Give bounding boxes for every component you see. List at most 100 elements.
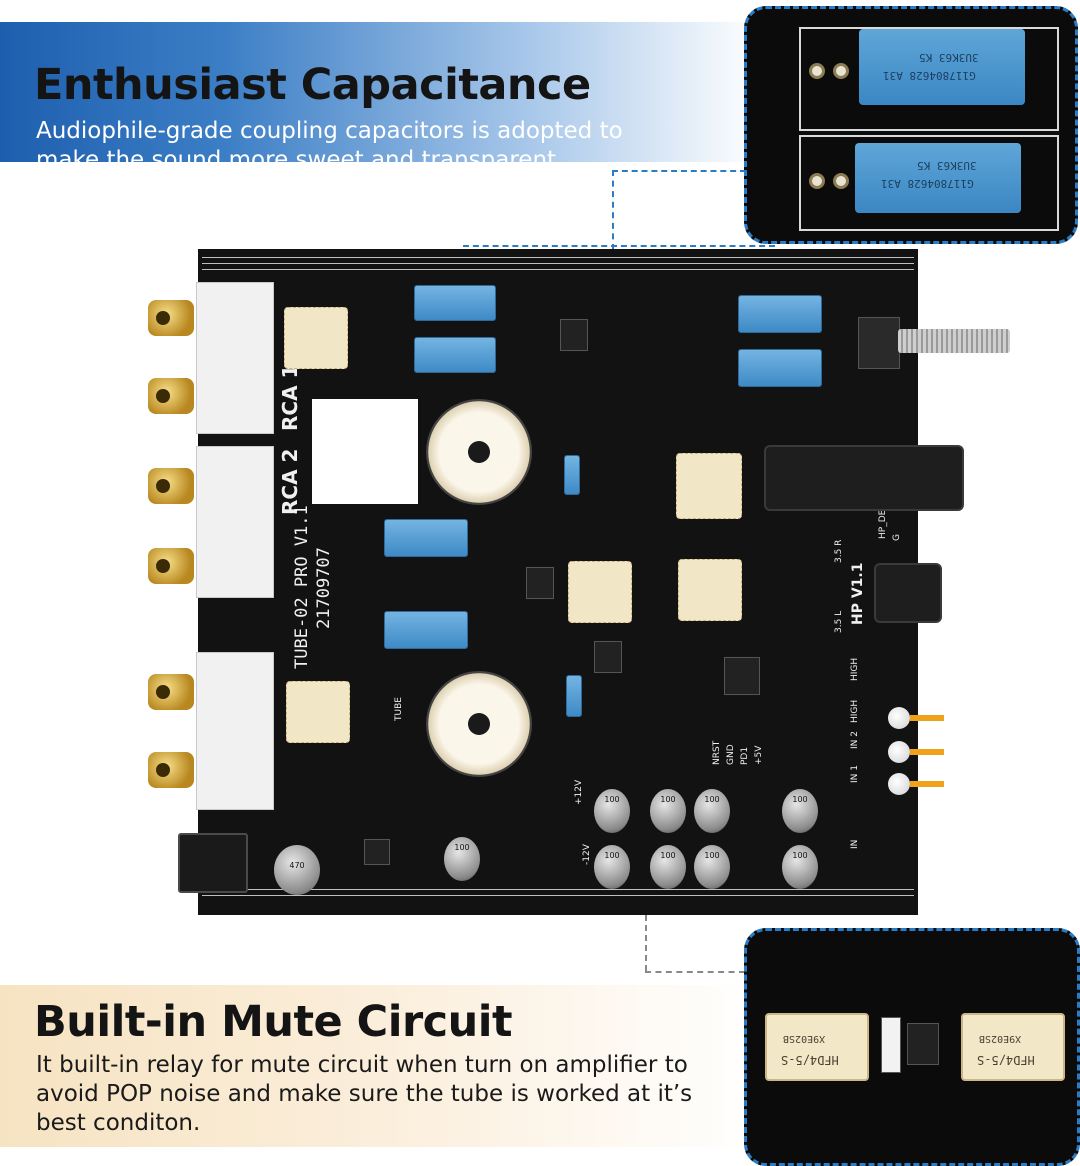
bottom-feature-banner: Built-in Mute Circuit It built-in relay … xyxy=(0,985,760,1147)
high-label: HIGH xyxy=(850,657,860,681)
minus12v-label: -12V xyxy=(582,844,592,865)
cap-marking: 100 xyxy=(604,795,620,804)
rca-output-jack[interactable] xyxy=(148,674,194,710)
led-leg xyxy=(910,781,944,787)
rca-jack-block xyxy=(196,282,274,434)
relay xyxy=(284,307,348,369)
electrolytic-capacitor: 470 xyxy=(274,845,320,895)
headphone-jack xyxy=(764,445,964,511)
callout-line-relays xyxy=(645,915,647,971)
ic-chip xyxy=(364,839,390,865)
component-outline xyxy=(799,135,1059,231)
coupling-capacitor: 3U3K63 K5 G117804628 A31 xyxy=(859,29,1025,105)
feature-description: It built-in relay for mute circuit when … xyxy=(36,1052,693,1136)
relay-marking: HFD4/5-S xyxy=(781,1053,839,1067)
mute-relay: HFD4/5-S X9E02SB xyxy=(765,1013,869,1081)
socket-center xyxy=(468,441,490,463)
callout-line-caps xyxy=(612,170,614,250)
rca-input-jack[interactable] xyxy=(148,468,194,504)
ic-chip xyxy=(560,319,588,351)
hp-version-label: HP V1.1 xyxy=(850,562,866,626)
callout-line-relays xyxy=(645,971,745,973)
ground-label: G xyxy=(892,534,902,541)
relay xyxy=(286,681,350,743)
transistor xyxy=(907,1023,939,1065)
electrolytic-capacitor: 100 xyxy=(444,837,480,881)
cap-marking: G117804628 A31 xyxy=(883,69,976,82)
board-rail xyxy=(202,257,914,258)
tube-socket xyxy=(426,671,532,777)
cap-marking: 100 xyxy=(454,843,470,852)
coupling-capacitor: 3U3K63 K5 G117804628 A31 xyxy=(855,143,1021,213)
film-capacitor xyxy=(564,455,580,495)
board-cutout xyxy=(312,399,418,504)
solder-pad xyxy=(833,63,849,79)
board-date-label: 21709707 xyxy=(314,547,334,629)
coupling-capacitor xyxy=(414,337,496,373)
cap-marking: 100 xyxy=(704,851,720,860)
ic-chip xyxy=(724,657,760,695)
plus12v-label: +12V xyxy=(574,779,584,805)
plus5v-label: +5V xyxy=(754,745,764,765)
led-leg xyxy=(910,749,944,755)
feature-title: Built-in Mute Circuit xyxy=(34,997,513,1047)
rca-input-jack[interactable] xyxy=(148,378,194,414)
capacitor-closeup-inset: 3U3K63 K5 G117804628 A31 3U3K63 K5 G1178… xyxy=(744,6,1078,244)
gnd-label: GND xyxy=(726,744,736,765)
rca-output-jack[interactable] xyxy=(148,752,194,788)
rca-input-jack[interactable] xyxy=(148,300,194,336)
coupling-capacitor xyxy=(384,611,468,649)
rca-hole xyxy=(156,389,170,403)
in1-label: IN 1 xyxy=(850,765,860,783)
board-rail xyxy=(202,895,914,896)
ic-chip xyxy=(594,641,622,673)
rca-hole xyxy=(156,311,170,325)
rca-hole xyxy=(156,559,170,573)
coupling-capacitor xyxy=(384,519,468,557)
component-outline xyxy=(799,27,1059,131)
rca1-label: RCA 1 xyxy=(278,364,302,431)
cap-marking: 100 xyxy=(660,795,676,804)
pcb-board: RCA 1 RCA 2 TUBE-02 PRO V1.1 21709707 TU… xyxy=(178,249,1010,915)
pd1-label: PD1 xyxy=(740,746,750,765)
coupling-capacitor xyxy=(738,295,822,333)
feature-title: Enthusiast Capacitance xyxy=(34,60,591,110)
indicator-led xyxy=(888,773,910,795)
in-label: IN xyxy=(850,839,860,849)
rca-jack-block xyxy=(196,446,274,598)
cap-marking: 100 xyxy=(704,795,720,804)
rca-hole xyxy=(156,685,170,699)
solder-pad xyxy=(809,63,825,79)
solder-pad xyxy=(809,173,825,189)
cap-marking: 100 xyxy=(604,851,620,860)
volume-knob-shaft xyxy=(898,329,1010,353)
rca-input-jack[interactable] xyxy=(148,548,194,584)
socket-center xyxy=(468,713,490,735)
mini-jack-3.5mm xyxy=(874,563,942,623)
coupling-capacitor xyxy=(414,285,496,321)
electrolytic-capacitor: 100 xyxy=(650,845,686,889)
potentiometer-body xyxy=(858,317,900,369)
relay xyxy=(676,453,742,519)
relay-code: X9E02SB xyxy=(979,1033,1022,1044)
relay-marking: HFD4/5-S xyxy=(977,1053,1035,1067)
callout-line-caps xyxy=(463,245,775,247)
cap-marking: G117804628 A31 xyxy=(881,177,974,190)
ic-chip xyxy=(526,567,554,599)
board-rail xyxy=(202,269,914,270)
cap-marking: 100 xyxy=(660,851,676,860)
cap-marking: 100 xyxy=(792,851,808,860)
electrolytic-capacitor: 100 xyxy=(782,845,818,889)
l35-label: 3.5 L xyxy=(834,610,844,633)
relay xyxy=(568,561,632,623)
top-feature-banner: Enthusiast Capacitance Audiophile-grade … xyxy=(0,22,760,173)
cap-marking: 3U3K63 K5 xyxy=(917,159,977,172)
mute-relay: HFD4/5-S X9E02SB xyxy=(961,1013,1065,1081)
in2-label: IN 2 xyxy=(850,731,860,749)
solder-pad xyxy=(833,173,849,189)
relay-code: X9E02SB xyxy=(783,1033,826,1044)
high-label: HIGH xyxy=(850,699,860,723)
tube-socket xyxy=(426,399,532,505)
diode xyxy=(881,1017,901,1073)
indicator-led xyxy=(888,707,910,729)
